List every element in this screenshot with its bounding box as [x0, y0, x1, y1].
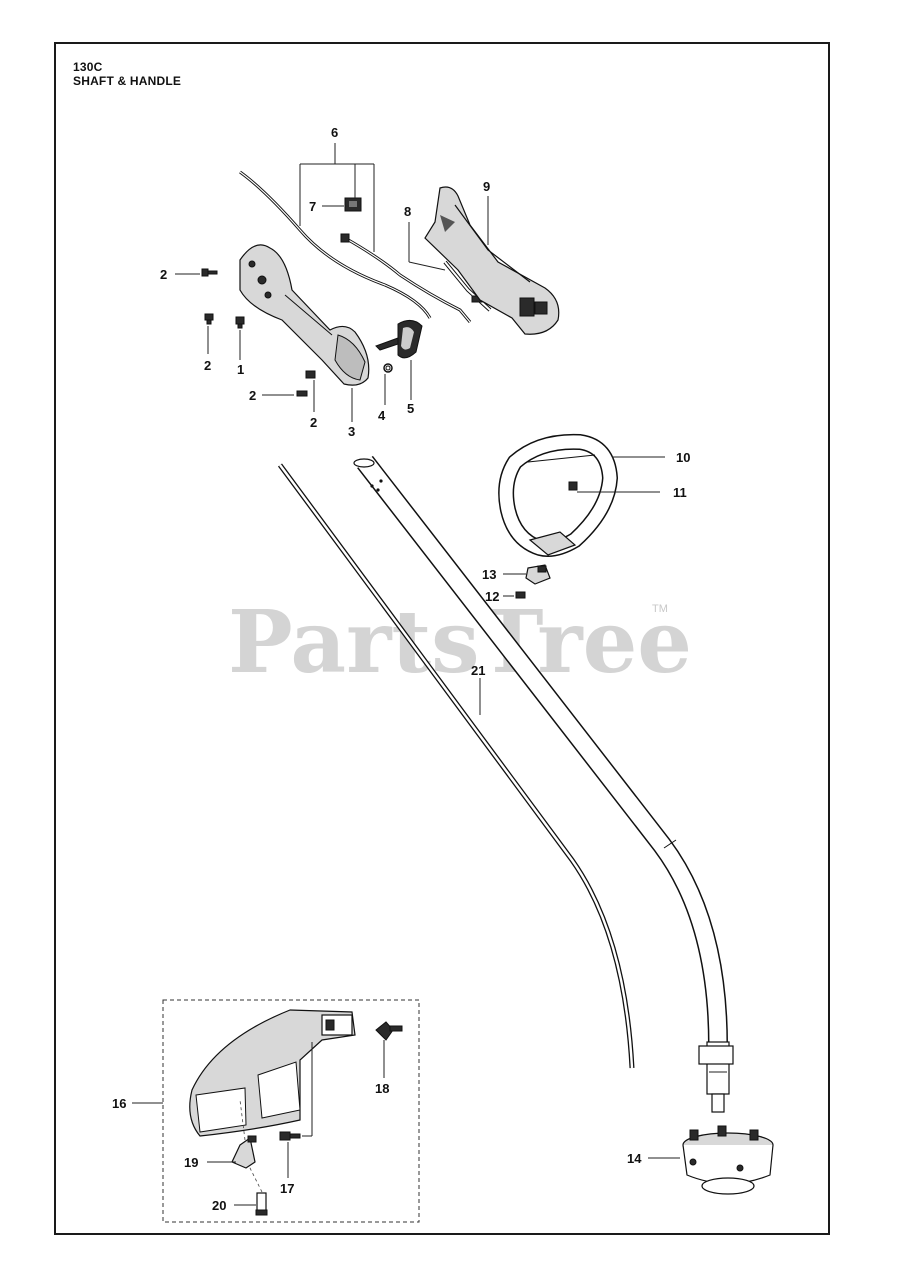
callout-2-a: 2	[160, 267, 167, 282]
handle-nut[interactable]	[568, 481, 578, 491]
wing-knob[interactable]	[375, 1021, 403, 1041]
callout-4: 4	[378, 408, 386, 423]
guard-screw-20[interactable]	[255, 1192, 268, 1216]
callout-6: 6	[331, 125, 338, 140]
throttle-cable[interactable]	[239, 170, 472, 323]
screw-2d[interactable]	[305, 370, 316, 379]
callout-18: 18	[375, 1081, 389, 1096]
callout-19: 19	[184, 1155, 198, 1170]
loop-handle[interactable]	[498, 433, 619, 557]
cable-connector[interactable]	[344, 197, 362, 212]
guard-bolt-17[interactable]	[279, 1131, 301, 1141]
guard-bracket-19[interactable]	[231, 1135, 257, 1169]
callout-20: 20	[212, 1198, 226, 1213]
trimmer-head[interactable]	[682, 1125, 774, 1195]
screw-1[interactable]	[235, 316, 245, 329]
screw-2b[interactable]	[204, 313, 214, 325]
watermark-text: PartsTree	[228, 592, 692, 693]
trimmer-guard[interactable]	[189, 1009, 356, 1137]
shaft-gear-head[interactable]	[698, 1041, 734, 1113]
screw-2c[interactable]	[296, 390, 308, 397]
callout-21: 21	[471, 663, 485, 678]
watermark-tm: TM	[652, 603, 668, 615]
callout-2-c: 2	[249, 388, 256, 403]
callout-2-d: 2	[310, 415, 317, 430]
section-title: SHAFT & HANDLE	[73, 74, 182, 88]
diagram-frame	[54, 42, 830, 1235]
callout-16: 16	[112, 1096, 126, 1111]
shaft-inner[interactable]	[277, 463, 635, 1069]
trigger-spring[interactable]	[383, 363, 393, 373]
callout-14: 14	[627, 1151, 642, 1166]
shaft-tube[interactable]	[353, 455, 728, 1046]
callout-5: 5	[407, 401, 414, 416]
handle-screw[interactable]	[515, 591, 526, 599]
callout-17: 17	[280, 1181, 294, 1196]
callout-8: 8	[404, 204, 411, 219]
callout-11: 11	[673, 485, 687, 500]
callout-2-b: 2	[204, 358, 211, 373]
guard-kit-box	[162, 999, 420, 1223]
screw-2a[interactable]	[201, 268, 218, 277]
handle-clamp[interactable]	[525, 564, 551, 585]
callout-10: 10	[676, 450, 690, 465]
callout-13: 13	[482, 567, 496, 582]
model-number: 130C	[73, 60, 103, 74]
handle-cover[interactable]	[424, 186, 560, 335]
rear-handle-housing[interactable]	[239, 244, 370, 386]
callout-9: 9	[483, 179, 490, 194]
callout-12: 12	[485, 589, 499, 604]
leader-lines	[132, 143, 680, 1206]
callout-1: 1	[237, 362, 244, 377]
callout-3: 3	[348, 424, 355, 439]
throttle-trigger[interactable]	[375, 320, 423, 359]
callout-7: 7	[309, 199, 316, 214]
